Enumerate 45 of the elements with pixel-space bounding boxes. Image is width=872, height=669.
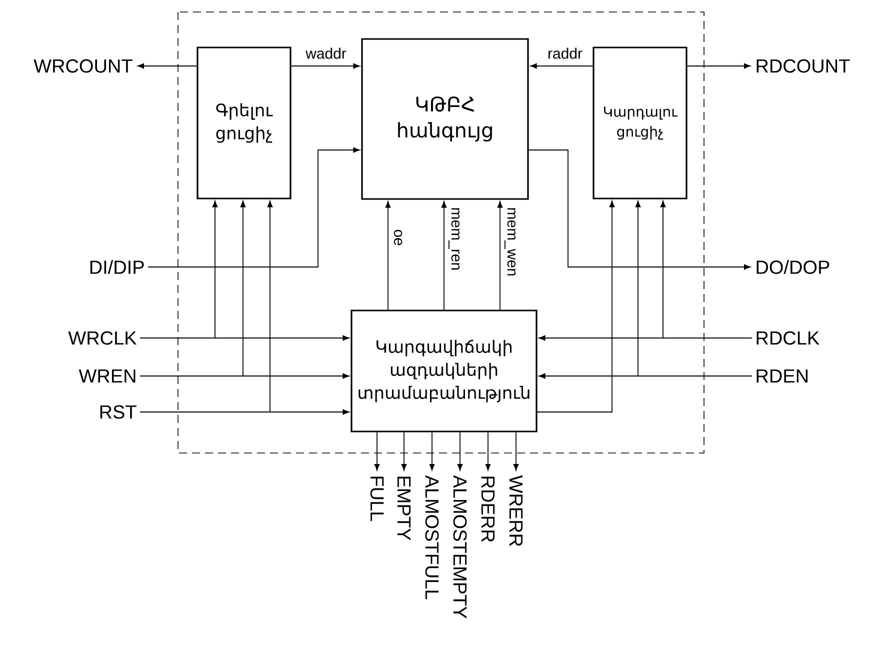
- block-box: ԿԹԲՀ հանգույց: [361, 38, 529, 200]
- signal-label: ALMOSTEMPTY: [453, 475, 467, 618]
- signal-label: EMPTY: [397, 476, 411, 540]
- signal-label: WRERR: [509, 475, 523, 546]
- signal-label: RST: [100, 405, 136, 419]
- arrow: [401, 432, 407, 471]
- arrow: [385, 201, 391, 310]
- arrow: [538, 373, 752, 379]
- arrow: [137, 63, 198, 69]
- arrow: [530, 63, 594, 69]
- signal-label: RDCOUNT: [756, 59, 850, 73]
- arrow: [290, 63, 360, 69]
- arrow: [528, 150, 751, 270]
- signal-label: ALMOSTFULL: [425, 475, 439, 600]
- block-box: Կարգավիճակի ազդակների տրամաբանություն: [350, 310, 538, 432]
- block-box: Գրելու ցուցիչ: [196, 46, 292, 200]
- arrow: [140, 409, 350, 415]
- arrow: [429, 432, 435, 471]
- arrow: [140, 335, 350, 341]
- arrow: [441, 201, 447, 310]
- signal-label: WRCOUNT: [34, 59, 132, 73]
- arrow: [140, 373, 350, 379]
- edge-label: oe: [394, 230, 402, 246]
- arrow: [538, 335, 752, 341]
- arrow: [497, 201, 503, 310]
- arrow: [513, 432, 519, 471]
- signal-label: WREN: [78, 369, 136, 383]
- arrow: [536, 200, 615, 412]
- signal-label: DI/DIP: [90, 260, 144, 274]
- signal-label: WRCLK: [68, 331, 137, 345]
- signal-label: RDEN: [756, 369, 808, 383]
- arrow: [374, 432, 380, 471]
- edge-label: mem_ren: [448, 208, 460, 270]
- edge-label: waddr: [306, 48, 346, 59]
- arrow: [148, 147, 360, 268]
- signal-label: RDERR: [481, 476, 495, 542]
- arrow: [686, 63, 751, 69]
- edge-label: raddr: [548, 48, 582, 59]
- edge-label: mem_wen: [504, 208, 516, 276]
- arrow: [485, 432, 491, 471]
- signal-label: DO/DOP: [756, 260, 830, 274]
- signal-label: FULL: [370, 476, 384, 522]
- arrow: [457, 432, 463, 471]
- signal-label: RDCLK: [756, 331, 820, 345]
- block-box: Կարդալու ցուցիչ: [592, 46, 688, 200]
